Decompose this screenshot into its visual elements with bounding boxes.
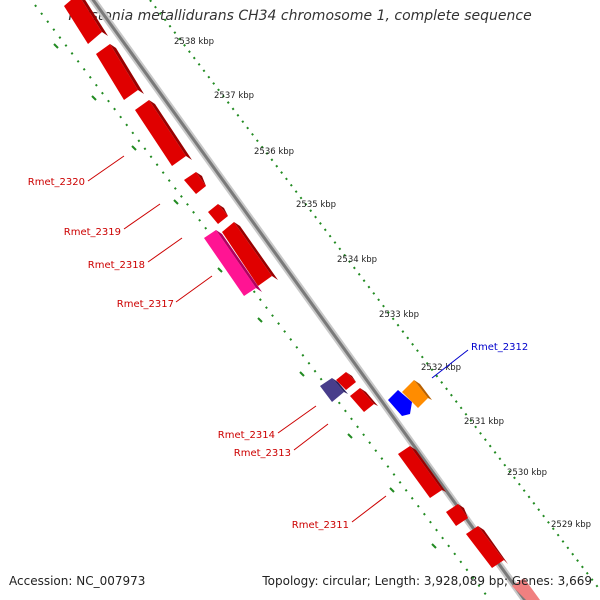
gene-label[interactable]: Rmet_2314 — [218, 430, 275, 441]
gene-feature-red[interactable] — [466, 526, 508, 568]
gene-feature-red[interactable] — [208, 204, 228, 224]
ruler-tick-label: 2529 kbp — [551, 520, 591, 530]
ruler-tick-label: 2530 kbp — [507, 468, 547, 478]
gene-feature-pink[interactable] — [204, 230, 262, 296]
forward-gene-features — [388, 380, 432, 416]
gene-label[interactable]: Rmet_2318 — [88, 260, 145, 271]
gene-label[interactable]: Rmet_2312 — [471, 342, 528, 353]
ruler-tick-label: 2533 kbp — [379, 310, 419, 320]
ruler-tick-label: 2537 kbp — [214, 91, 254, 101]
gene-feature-blue[interactable] — [388, 390, 412, 416]
gene-feature-red[interactable] — [398, 446, 446, 498]
inner-tick-marks — [53, 43, 437, 549]
map-title: Ralstonia metallidurans CH34 chromosome … — [68, 8, 532, 24]
gene-feature-orange[interactable] — [402, 380, 432, 408]
gene-label[interactable]: Rmet_2319 — [64, 227, 121, 238]
genome-summary-text: Topology: circular; Length: 3,928,089 bp… — [262, 574, 592, 588]
gene-feature-red[interactable] — [222, 222, 278, 286]
gene-feature-red[interactable] — [446, 504, 468, 526]
inner-ruler-line — [34, 4, 491, 600]
gene-feature-red[interactable] — [135, 100, 192, 166]
accession-text: Accession: NC_007973 — [9, 574, 146, 588]
gene-feature-red[interactable] — [64, 0, 108, 44]
gene-label[interactable]: Rmet_2313 — [234, 448, 291, 459]
label-leader-lines — [87, 155, 469, 523]
outer-ruler-line — [149, 0, 600, 591]
gene-label[interactable]: Rmet_2311 — [292, 520, 349, 531]
gene-feature-red[interactable] — [184, 172, 206, 194]
gene-feature-red[interactable] — [96, 44, 144, 100]
ruler-tick-label: 2538 kbp — [174, 37, 214, 47]
ruler-tick-label: 2534 kbp — [337, 255, 377, 265]
ruler-tick-label: 2532 kbp — [421, 363, 461, 373]
gene-features — [64, 0, 540, 600]
gene-feature-red-faded[interactable] — [512, 578, 540, 600]
gene-feature-purple[interactable] — [320, 378, 348, 402]
gene-label[interactable]: Rmet_2317 — [117, 299, 174, 310]
ruler-tick-label: 2535 kbp — [296, 200, 336, 210]
gene-label[interactable]: Rmet_2320 — [28, 177, 85, 188]
ruler-tick-label: 2536 kbp — [254, 147, 294, 157]
gene-feature-red[interactable] — [350, 388, 378, 412]
ruler-tick-label: 2531 kbp — [464, 417, 504, 427]
gene-feature-red[interactable] — [336, 372, 356, 390]
